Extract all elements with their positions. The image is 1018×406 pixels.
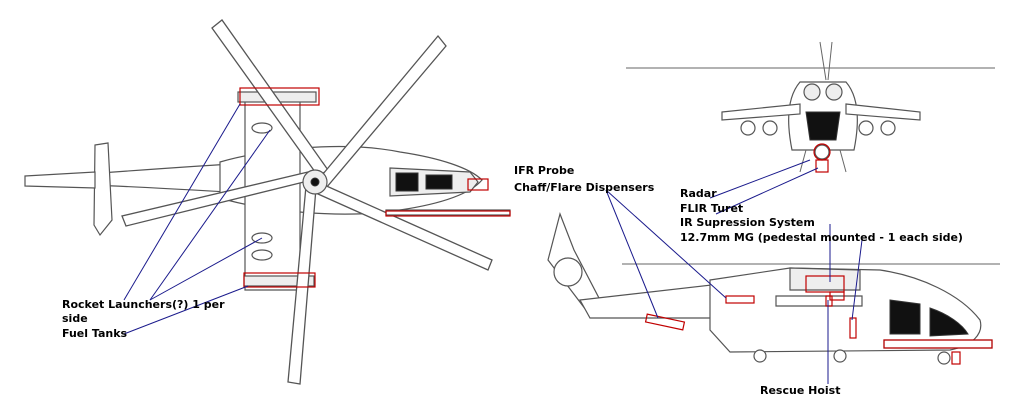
side-box-chaff-rear xyxy=(644,313,686,331)
top-store-3 xyxy=(251,249,273,261)
leader-flir xyxy=(715,167,819,215)
side-engine-housing xyxy=(789,267,861,291)
front-rotor-mast-left xyxy=(819,41,827,81)
top-view xyxy=(24,19,511,385)
leader-radar xyxy=(709,159,811,199)
label-rocket-launchers: Rocket Launchers(?) 1 per xyxy=(62,298,225,311)
front-windscreen xyxy=(805,111,841,141)
label-chaff-flare: Chaff/Flare Dispensers xyxy=(514,181,655,194)
top-box-rocket-upper xyxy=(239,87,320,106)
top-stabilizer xyxy=(93,142,113,237)
leader-rocket-1 xyxy=(123,103,241,301)
side-tail-rotor xyxy=(553,257,583,287)
side-ifr-probe xyxy=(883,339,993,349)
leader-chaff-2 xyxy=(605,189,727,299)
top-box-rocket-lower xyxy=(243,272,316,288)
side-box-mg xyxy=(849,317,857,339)
front-gear-right xyxy=(839,149,847,173)
front-wing-right xyxy=(845,103,921,121)
side-box-ifr xyxy=(883,339,993,349)
side-box-chaff-front xyxy=(725,295,755,304)
leader-mg xyxy=(851,239,863,321)
top-rotor-hub-center xyxy=(310,177,320,187)
front-box-mg xyxy=(815,159,829,173)
front-gear-left xyxy=(799,149,807,173)
front-rotor-mast-right xyxy=(827,41,833,81)
leader-rocket-3 xyxy=(149,237,263,301)
side-box-radar xyxy=(805,275,845,293)
label-radar: Radar xyxy=(680,187,717,200)
side-box-nose xyxy=(951,351,961,365)
top-cockpit-glass-rear xyxy=(395,172,419,192)
top-tail-tip xyxy=(24,171,96,189)
label-mg: 12.7mm MG (pedestal mounted - 1 each sid… xyxy=(680,231,963,244)
label-flir-turret: FLIR Turet xyxy=(680,202,743,215)
side-wheel-rear xyxy=(753,349,767,363)
side-wheel-mid xyxy=(833,349,847,363)
label-rocket-launchers-cont: side xyxy=(62,312,88,325)
leader-rocket-2 xyxy=(149,129,271,301)
top-box-nose xyxy=(467,178,489,191)
front-view xyxy=(626,41,995,173)
top-box-ifr-probe xyxy=(385,210,511,217)
top-store-1 xyxy=(251,122,273,134)
leader-chaff-1 xyxy=(605,189,659,319)
front-engine-intake-left xyxy=(803,83,821,101)
top-cockpit-glass-front xyxy=(425,174,453,190)
side-view xyxy=(547,212,1000,365)
side-cockpit-rear xyxy=(889,299,921,335)
side-box-hoist xyxy=(825,295,833,307)
front-engine-intake-right xyxy=(825,83,843,101)
front-flir xyxy=(814,144,830,160)
side-stub-wing xyxy=(775,295,863,307)
label-ifr-probe: IFR Probe xyxy=(514,164,574,177)
label-fuel-tanks: Fuel Tanks xyxy=(62,327,128,340)
front-pod-1 xyxy=(740,120,756,136)
side-wheel-front xyxy=(937,351,951,365)
side-cockpit-front xyxy=(929,307,969,337)
front-pod-3 xyxy=(858,120,874,136)
label-ir-suppression: IR Supression System xyxy=(680,216,815,229)
side-tail-boom xyxy=(579,283,721,319)
leader-lines xyxy=(123,103,863,384)
front-pod-2 xyxy=(762,120,778,136)
label-rescue-hoist: Rescue Hoist xyxy=(760,384,840,397)
labels: IFR Probe Chaff/Flare Dispensers Radar F… xyxy=(62,164,963,397)
front-wing-left xyxy=(721,103,801,121)
leader-fuel-tanks xyxy=(123,285,249,335)
front-pod-4 xyxy=(880,120,896,136)
